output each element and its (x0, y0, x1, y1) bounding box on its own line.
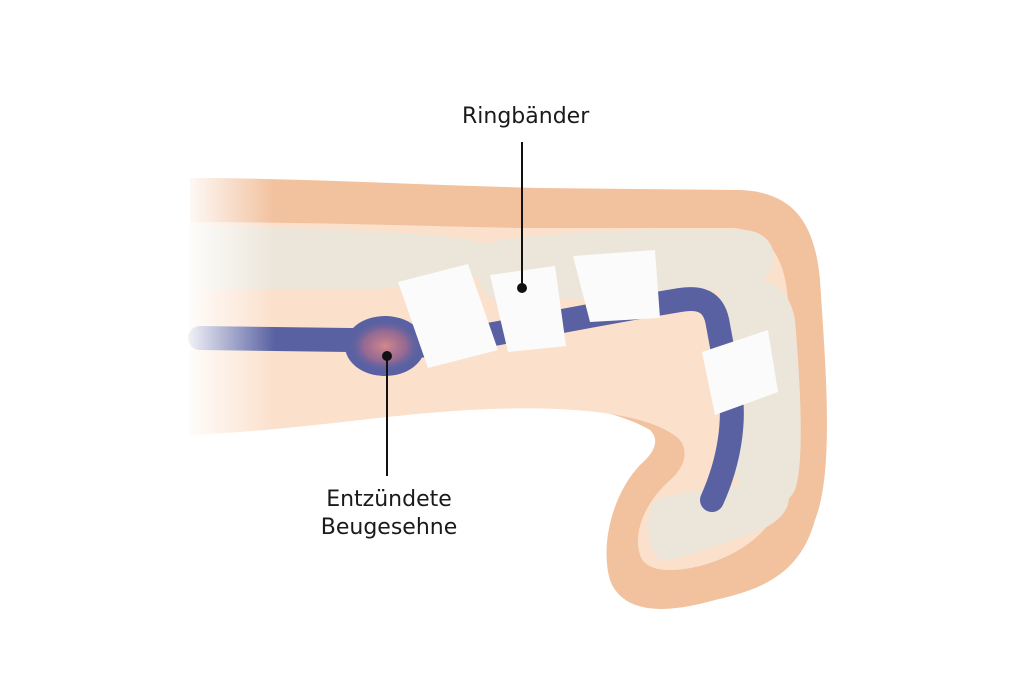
tendon-leader-dot (382, 351, 392, 361)
ring-ligaments-label: Ringbänder (462, 104, 590, 129)
left-fade (180, 160, 275, 460)
ring-ligament-a3 (573, 250, 660, 322)
inflamed-tendon-label-line1: Entzündete (326, 487, 452, 512)
ring-ligament-a4 (702, 330, 778, 415)
ring-leader-dot (517, 283, 527, 293)
ring-ligament-a1 (398, 264, 498, 368)
tip-bone (648, 485, 789, 560)
inflamed-tendon-label: Entzündete Beugesehne (300, 486, 478, 542)
inflammation-spot (349, 320, 421, 372)
inflamed-tendon-label-line2: Beugesehne (320, 515, 458, 540)
ring-ligament-a2 (490, 266, 566, 352)
